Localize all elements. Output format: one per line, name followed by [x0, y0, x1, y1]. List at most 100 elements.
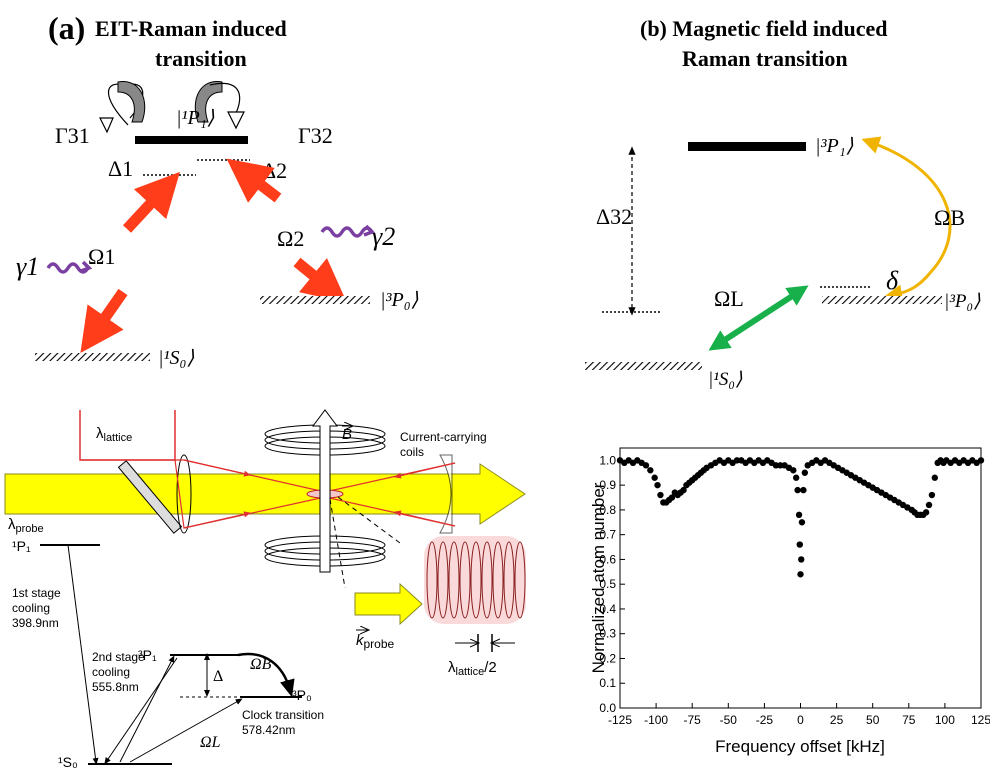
ray-arrow-1: [183, 459, 251, 477]
decay-right-head: [227, 111, 245, 130]
decay-left-head: [99, 117, 114, 134]
lattice-half-label: λlattice/2: [448, 659, 497, 678]
data-point: [647, 467, 654, 474]
data-point: [642, 462, 650, 469]
decay-left-body: [117, 81, 146, 123]
zoom-line-1: [337, 496, 401, 544]
panel-b: (b) Magnetic field induced Raman transit…: [585, 16, 981, 390]
lattice-site: [514, 541, 526, 619]
sch-delta-label: Δ: [213, 668, 223, 685]
y-tick-label: 0.0: [599, 701, 616, 715]
ket-3P1: |³P₁⟩: [815, 135, 854, 157]
data-point: [792, 474, 800, 481]
lattice-site: [470, 541, 482, 619]
data-point: [798, 556, 805, 563]
lattice-glow: [424, 536, 526, 624]
stage2-arrow-down: [104, 657, 178, 765]
ket-3P0-a: |³P₀⟩: [380, 289, 419, 311]
sch-3P1-label: ³P₁: [138, 647, 157, 663]
lattice-site: [503, 541, 515, 619]
panel-b-title-2: Raman transition: [682, 46, 848, 71]
b-vec-label: B: [342, 426, 352, 443]
photon-gamma2-wave: [320, 226, 374, 238]
stage1-c: 398.9nm: [12, 616, 59, 630]
y-tick-label: 0.1: [599, 676, 616, 690]
data-point: [801, 469, 809, 476]
data-point: [798, 519, 806, 526]
x-tick-label: -75: [684, 713, 702, 727]
omega1-label: Ω1: [88, 244, 115, 269]
gamma32-label: Γ32: [298, 123, 333, 148]
x-tick-label: -25: [756, 713, 774, 727]
ket-3P0-b: |³P₀⟩: [944, 291, 981, 312]
level-3P0: [260, 296, 370, 304]
decay-right-body: [194, 81, 223, 123]
setup-schematic: λlattice λprobe B Current-carrying coils: [4, 409, 526, 678]
stage2-b: cooling: [92, 665, 130, 679]
data-point: [790, 467, 797, 474]
ray-arrow-4: [394, 510, 456, 527]
panel-a-title-2: transition: [155, 46, 247, 71]
ket-1S0-a: |¹S₀⟩: [158, 347, 194, 369]
data-point: [928, 491, 936, 499]
omega2-label: Ω2: [277, 226, 304, 251]
x-tick-label: 0: [797, 713, 804, 727]
photon-gamma1-wave: [46, 262, 90, 274]
x-tick-label: 75: [902, 713, 916, 727]
zoom-line-2: [329, 498, 346, 589]
decay-1S0-arrow: [80, 288, 128, 354]
data-point: [668, 494, 676, 501]
data-point: [797, 571, 804, 578]
x-tick-label: 50: [866, 713, 880, 727]
data-point: [925, 501, 933, 509]
stage2-a: 2nd stage: [92, 650, 145, 664]
dichroic-mirror: [117, 460, 183, 534]
x-tick-label: 100: [935, 713, 955, 727]
level-1S0-b: [585, 362, 702, 370]
lattice-site: [481, 541, 493, 619]
panel-a-title-1: EIT-Raman induced: [95, 16, 287, 41]
ket-1S0-b: |¹S₀⟩: [708, 369, 743, 390]
omegaL-arrow: [708, 285, 809, 351]
lattice-site: [426, 541, 438, 619]
k-probe-label: kprobe: [356, 632, 395, 651]
level-scheme: ¹P₁ 1st stage cooling 398.9nm ³P₁ 2nd st…: [12, 538, 324, 769]
stage1-a: 1st stage: [12, 586, 61, 600]
data-point: [800, 486, 807, 494]
x-tick-label: 25: [830, 713, 844, 727]
y-tick-label: 0.2: [599, 651, 616, 665]
omegaB-label: ΩB: [934, 205, 965, 230]
level-3P0-b: [822, 296, 942, 304]
stage1-arrow: [67, 544, 99, 765]
chart-x-label: Frequency offset [kHz]: [715, 737, 885, 756]
lambda-lattice-label: λlattice: [96, 425, 132, 444]
y-tick-label: 0.4: [599, 602, 616, 616]
chart-frame: [619, 447, 982, 709]
ray-arrow-2: [183, 511, 251, 529]
data-point: [794, 486, 801, 494]
gamma31-label: Γ31: [55, 123, 90, 148]
x-tick-label: 125: [971, 713, 990, 727]
omegaB-arc-down: [884, 272, 932, 303]
data-point: [657, 491, 664, 499]
delta-label: δ: [886, 266, 899, 295]
panel-b-title-1: (b) Magnetic field induced: [640, 16, 888, 41]
ray-lower: [174, 459, 456, 529]
coils-label-2: coils: [400, 445, 424, 459]
stage2-arrow-up: [119, 655, 175, 763]
sch-omegaL-arrow: [129, 698, 243, 763]
lattice-zoom: [424, 536, 526, 624]
ray-arrow-3: [394, 462, 456, 479]
omegaB-arc-up: [861, 136, 952, 275]
data-point: [922, 509, 930, 516]
stage2-c: 555.8nm: [92, 680, 139, 694]
stage1-b: cooling: [12, 601, 50, 615]
y-tick-label: 0.9: [599, 478, 616, 492]
chart-points: [616, 457, 985, 578]
level-1P1: [135, 136, 248, 144]
probe-beam: [4, 463, 526, 525]
